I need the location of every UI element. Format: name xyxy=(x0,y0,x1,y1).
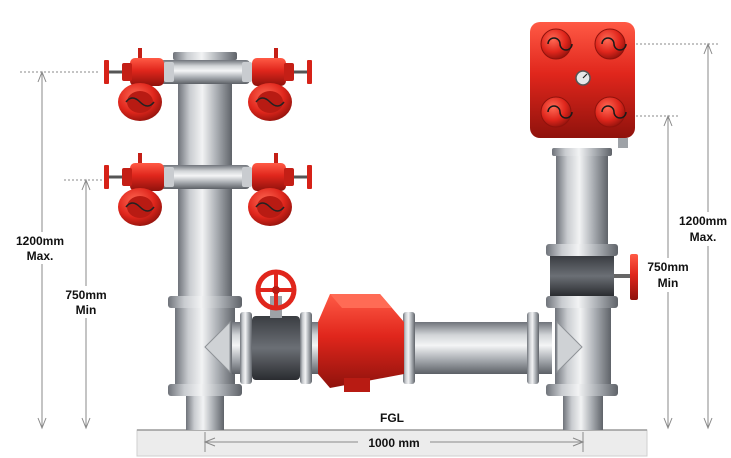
upper-branch-stub xyxy=(160,60,250,84)
right-inner-dimension-line1: 750mm xyxy=(647,260,688,274)
run-flange-1 xyxy=(240,312,252,384)
left-outer-dimension-line1: 1200mm xyxy=(16,234,64,248)
right-outer-dimension-line2: Max. xyxy=(690,230,717,244)
right-flange-a xyxy=(546,244,618,256)
inlet-box-icon xyxy=(530,22,635,148)
gate-valve-icon xyxy=(252,269,300,380)
left-standpipe xyxy=(160,52,250,430)
left-flange-top xyxy=(168,296,242,308)
left-riser-cap xyxy=(173,52,237,60)
left-tee-elbow xyxy=(204,320,231,374)
right-valve-handle xyxy=(630,254,638,300)
run-flange-2 xyxy=(300,312,312,384)
left-inner-dimension-line2: Min xyxy=(76,303,97,317)
right-upper-pipe xyxy=(556,156,608,248)
lower-branch-stub xyxy=(160,165,250,189)
left-flange-bottom xyxy=(168,384,242,396)
check-valve-icon xyxy=(318,294,404,392)
run-flange-4 xyxy=(527,312,539,384)
right-inner-dimension-line2: Min xyxy=(658,276,679,290)
right-tee-elbow xyxy=(556,320,583,374)
right-standpipe xyxy=(546,148,638,430)
landing-valve-icon xyxy=(242,48,312,121)
landing-valve-icon xyxy=(104,153,174,226)
left-base-pipe xyxy=(186,396,224,430)
right-base-pipe xyxy=(563,396,603,430)
pressure-gauge-icon xyxy=(575,70,591,86)
landing-valve-icon xyxy=(104,48,174,121)
right-flange-b xyxy=(546,296,618,308)
landing-valve-icon xyxy=(242,153,312,226)
right-outer-dimension-line1: 1200mm xyxy=(679,214,727,228)
right-flange-bottom xyxy=(546,384,618,396)
right-top-flange xyxy=(552,148,612,156)
right-valve-body xyxy=(550,256,614,296)
left-inner-dimension-line1: 750mm xyxy=(65,288,106,302)
left-outer-dimension-line2: Max. xyxy=(27,249,54,263)
spacing-dimension-label: 1000 mm xyxy=(368,436,419,450)
run-flange-3 xyxy=(403,312,415,384)
ground-level-label: FGL xyxy=(380,411,404,425)
